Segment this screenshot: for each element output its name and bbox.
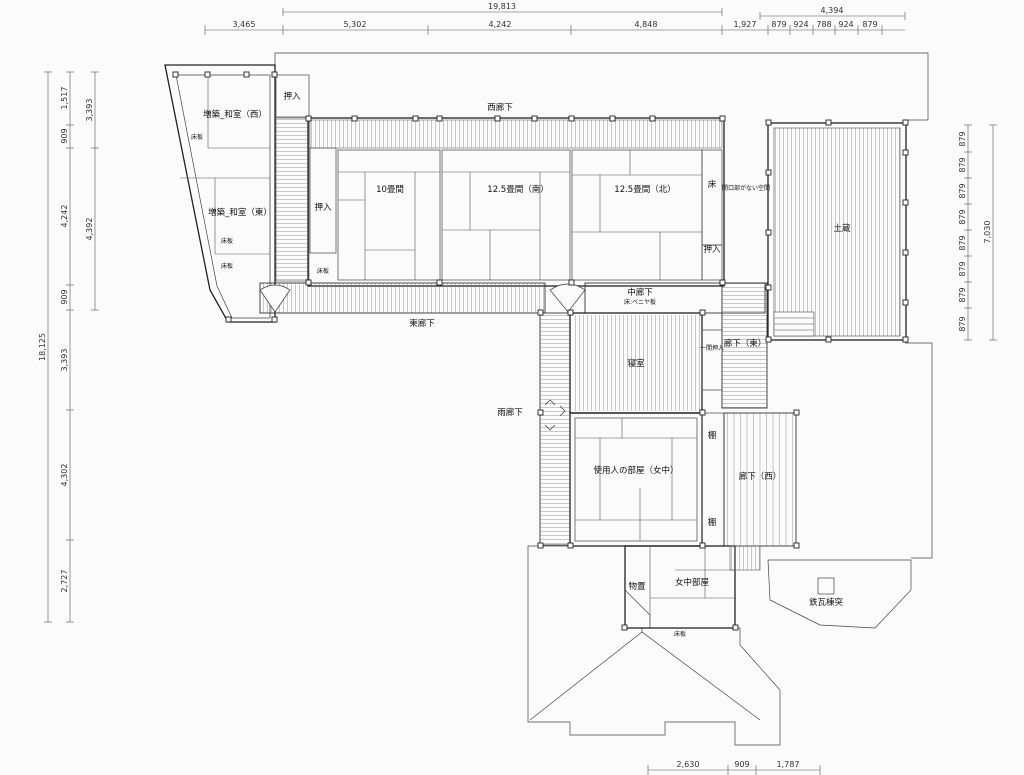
bedroom-block: [569, 312, 723, 414]
dim-top: 879: [771, 20, 786, 29]
dimension-labels: 19,813 4,394 3,465 5,302 4,242 4,848 1,9…: [38, 2, 992, 769]
servant-block: [569, 412, 797, 547]
dim-top: 788: [816, 20, 831, 29]
room-label-tana: 棚: [708, 517, 717, 528]
dim-right: 879: [958, 235, 967, 250]
dim-bottom: 909: [734, 760, 749, 769]
dim-top: 879: [862, 20, 877, 29]
dim-right: 879: [958, 209, 967, 224]
room-label-ikkan-oshiire: 一間押入: [700, 344, 724, 352]
room-label-125jo-north: 12.5畳間（北）: [614, 184, 675, 195]
dim-right: 879: [958, 261, 967, 276]
dim-left-mid: 3,393: [85, 99, 94, 122]
room-label-jochu-beya: 女中部屋: [675, 577, 710, 588]
dim-left: 1,517: [60, 87, 69, 110]
room-label-oshiire: 押入: [314, 202, 332, 213]
floor-board-label: 床板: [317, 267, 329, 275]
dim-right: 879: [958, 287, 967, 302]
dim-left: 4,302: [60, 464, 69, 487]
floor-board-label: 床板: [674, 630, 686, 638]
floor-board-label: 床板: [191, 133, 203, 141]
dim-right: 879: [958, 157, 967, 172]
room-label-tekishiro: 鉄瓦棟突: [809, 597, 844, 608]
room-label-125jo-south: 12.5畳間（南）: [487, 184, 548, 195]
dim-top: 4,848: [635, 20, 658, 29]
dim-top: 5,302: [344, 20, 367, 29]
dim-top: 924: [793, 20, 808, 29]
floor-board-label: 床板: [221, 237, 233, 245]
room-label-higashi-rouka: 東廊下: [409, 318, 435, 329]
room-label-oshiire: 押入: [283, 91, 301, 102]
room-label-rouka-east: 廊下（東）: [724, 338, 767, 349]
maid-block: [624, 545, 761, 629]
dim-left: 909: [60, 128, 69, 143]
room-label-monooki: 物置: [628, 581, 646, 592]
room-label-oshiire: 押入: [703, 244, 721, 255]
room-label-naka-rouka: 中廊下: [627, 287, 653, 298]
dim-right: 879: [958, 316, 967, 331]
dimension-lines: [44, 8, 997, 775]
dim-left: 3,393: [60, 349, 69, 372]
room-label-rouka-west: 廊下（西）: [739, 471, 782, 482]
dim-top: 924: [838, 20, 853, 29]
room-label-shinshitsu: 寝室: [627, 358, 645, 369]
room-label-amerouka: 雨廊下: [497, 407, 523, 418]
dim-left: 4,242: [60, 205, 69, 228]
dim-left-mid: 4,392: [85, 218, 94, 241]
room-label-dozo: 土蔵: [833, 223, 851, 234]
room-label-toko: 床: [708, 179, 717, 190]
dim-bottom: 2,630: [677, 760, 700, 769]
posts: [172, 71, 909, 631]
dim-top: 4,242: [489, 20, 512, 29]
room-label-opening-space: 開口部がない空間: [722, 184, 770, 192]
dim-left-outer: 18,125: [38, 333, 47, 361]
dim-top-outer: 19,813: [488, 2, 516, 11]
room-label-zoushitsu-east: 増築_和室（東）: [208, 207, 272, 218]
room-label-servant-room: 使用人の部屋（女中）: [593, 465, 678, 476]
room-label-tana: 棚: [708, 430, 717, 441]
dim-right: 879: [958, 131, 967, 146]
dim-right: 879: [958, 183, 967, 198]
dim-right-outer: 7,030: [983, 221, 992, 244]
storehouse-block: [767, 122, 907, 341]
arrow-marks: [544, 399, 566, 431]
dim-top: 3,465: [233, 20, 256, 29]
extension-wing: [164, 64, 337, 323]
room-labels: 増築_和室（西） 増築_和室（東） 押入 押入 西廊下 10畳間 12.5畳間（…: [191, 91, 851, 638]
room-label-10jo: 10畳間: [376, 185, 404, 195]
floor-board-label: 床板: [221, 262, 233, 270]
room-label-naka-rouka-floor: 床:ベニヤ板: [624, 298, 656, 306]
main-block: [307, 117, 725, 287]
room-label-zoushitsu-west: 増築_和室（西）: [203, 109, 267, 120]
dim-bottom: 1,787: [777, 760, 800, 769]
corridors: [259, 282, 768, 546]
dim-left: 2,727: [60, 570, 69, 593]
dim-top-right-outer: 4,394: [821, 6, 844, 15]
dim-top: 1,927: [734, 20, 757, 29]
dim-left: 909: [60, 289, 69, 304]
room-label-nishi-rouka: 西廊下: [487, 102, 513, 113]
